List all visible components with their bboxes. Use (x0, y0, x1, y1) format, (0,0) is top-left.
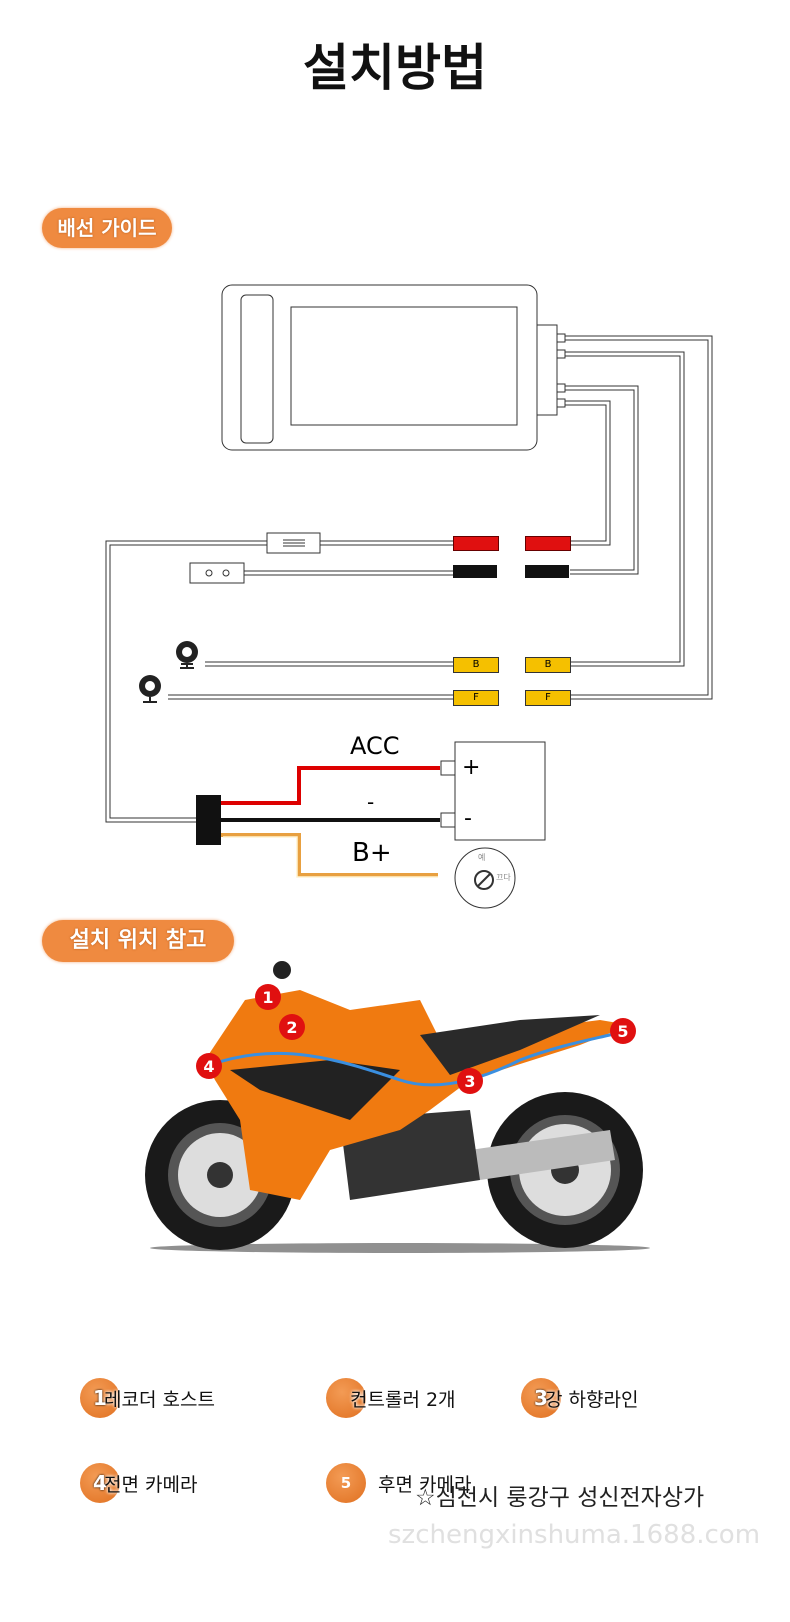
plug-b-left: B (453, 657, 499, 673)
black-plug-right (525, 565, 569, 578)
marker-1: 1 (255, 984, 281, 1010)
acc-wire (221, 766, 440, 805)
diagram-lower (139, 641, 546, 909)
legend-item-2: 컨트롤러 2개 (326, 1378, 456, 1418)
switch-box (189, 562, 245, 584)
bplus-wire (221, 833, 438, 877)
host-screen (290, 306, 518, 426)
marker-2: 2 (279, 1014, 305, 1040)
legend-item-5: 5 후면 카메라 (326, 1463, 471, 1503)
legend-number (326, 1378, 366, 1418)
host-connector (536, 324, 558, 416)
acc-label: ACC (350, 732, 400, 760)
plug-f-right: F (525, 690, 571, 706)
wiring-diagram (105, 284, 713, 823)
legend-number: 3 (521, 1378, 561, 1418)
battery-minus-label: - (464, 806, 472, 831)
section-tag-wiring-guide: 배선 가이드 (42, 208, 172, 248)
key-off-label: 끄다 (496, 873, 511, 882)
page-title: 설치방법 (303, 39, 487, 97)
wire-junction (196, 795, 221, 845)
host-wires (556, 333, 713, 700)
svg-text:5: 5 (617, 1022, 628, 1041)
motorcycle-illustration: 1 2 3 4 5 (145, 961, 650, 1253)
legend-number: 1 (80, 1378, 120, 1418)
cable-route (209, 1030, 623, 1087)
exhaust (470, 1130, 615, 1180)
power-wire-inner (109, 544, 267, 819)
red-plug-left (453, 536, 499, 551)
legend-label: 레코더 호스트 (104, 1388, 215, 1411)
svg-text:3: 3 (464, 1072, 475, 1091)
rear-camera-icon (176, 641, 198, 669)
legend-label: 컨트롤러 2개 (350, 1388, 456, 1411)
section-tag-install-position: 설치 위치 참고 (42, 920, 234, 962)
plug-b-right: B (525, 657, 571, 673)
legend-number: 5 (326, 1463, 366, 1503)
legend-number: 4 (80, 1463, 120, 1503)
shop-address-overlay: ☆심천시 룽강구 성신전자상가 (415, 1485, 705, 1511)
black-plug-left (453, 565, 497, 578)
watermark: szchengxinshuma.1688.com (388, 1520, 761, 1550)
power-wire-outer (105, 540, 267, 823)
key-on-label: 예 (478, 853, 486, 862)
battery (454, 741, 546, 841)
svg-text:2: 2 (286, 1018, 297, 1037)
legend-label: 전면 카메라 (104, 1473, 198, 1496)
marker-4: 4 (196, 1053, 222, 1079)
ground-label: - (367, 790, 375, 814)
seat (420, 1015, 600, 1075)
legend-label: 후면 카메라 (378, 1473, 472, 1496)
marker-3: 3 (457, 1068, 483, 1094)
front-camera-icon (139, 675, 161, 703)
host-side-panel (240, 294, 274, 444)
marker-5: 5 (610, 1018, 636, 1044)
svg-text:4: 4 (203, 1057, 214, 1076)
battery-plus-label: + (462, 755, 481, 780)
red-plug-right (525, 536, 571, 551)
bplus-label: B+ (352, 838, 392, 868)
legend-label: 강 하향라인 (545, 1388, 639, 1411)
plug-f-left: F (453, 690, 499, 706)
svg-text:1: 1 (262, 988, 273, 1007)
